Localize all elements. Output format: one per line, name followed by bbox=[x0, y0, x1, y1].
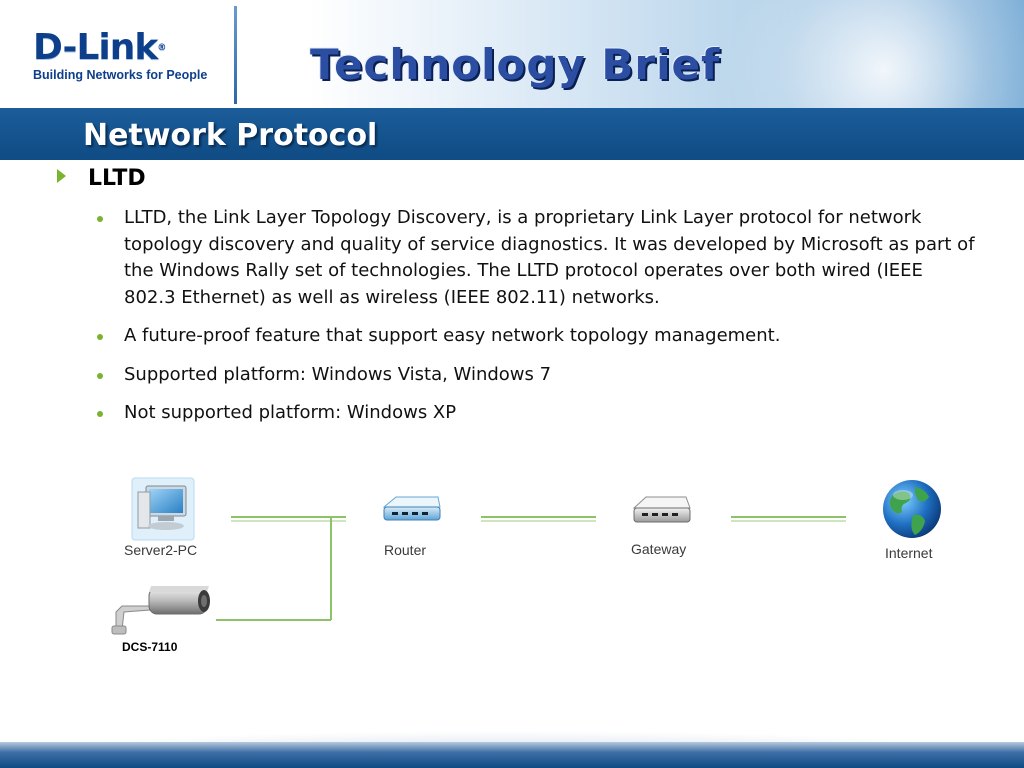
bullet-dot-icon bbox=[97, 411, 103, 417]
gateway-label: Gateway bbox=[631, 541, 687, 557]
internet-label: Internet bbox=[885, 545, 933, 561]
slide-title: Network Protocol bbox=[83, 118, 378, 153]
title-bar: Network Protocol bbox=[0, 108, 1024, 160]
gateway-icon bbox=[632, 496, 691, 523]
bullet-item: Not supported platform: Windows XP bbox=[97, 400, 977, 427]
bullet-dot-icon bbox=[97, 372, 103, 379]
bullet-text: LLTD, the Link Layer Topology Discovery,… bbox=[124, 207, 975, 308]
camera-label: DCS-7110 bbox=[122, 640, 178, 654]
dlink-logo: D-Link® Building Networks for People bbox=[33, 30, 208, 83]
bullet-text: Supported platform: Windows Vista, Windo… bbox=[124, 363, 552, 385]
logo-registered-mark: ® bbox=[157, 43, 166, 53]
router-icon bbox=[382, 496, 441, 521]
arrow-bullet-icon bbox=[57, 169, 66, 183]
network-links bbox=[216, 516, 846, 621]
footer-bar bbox=[0, 742, 1024, 768]
header-banner: D-Link® Building Networks for People Tec… bbox=[0, 0, 1024, 108]
camera-icon bbox=[111, 586, 210, 635]
pc-label: Server2-PC bbox=[124, 542, 198, 558]
bullet-item: Supported platform: Windows Vista, Windo… bbox=[97, 362, 977, 389]
router-label: Router bbox=[384, 542, 427, 558]
bullet-item: LLTD, the Link Layer Topology Discovery,… bbox=[97, 205, 977, 311]
bullet-text: Not supported platform: Windows XP bbox=[124, 402, 457, 423]
section-heading-text: LLTD bbox=[88, 166, 146, 191]
technology-brief-title: Technology Brief bbox=[310, 40, 721, 89]
bullet-dot-icon bbox=[97, 334, 103, 340]
bullet-list: LLTD, the Link Layer Topology Discovery,… bbox=[97, 205, 977, 439]
computer-icon bbox=[131, 477, 195, 541]
logo-wordmark: D-Link® bbox=[33, 30, 207, 66]
bullet-text: A future-proof feature that support easy… bbox=[124, 325, 781, 346]
bullet-dot-icon bbox=[97, 216, 103, 222]
header-glow bbox=[704, 0, 1024, 108]
bullet-item: A future-proof feature that support easy… bbox=[97, 323, 977, 350]
globe-icon bbox=[883, 480, 941, 538]
logo-name: D-Link bbox=[33, 27, 158, 68]
section-heading: LLTD bbox=[57, 166, 146, 191]
logo-tagline: Building Networks for People bbox=[33, 68, 208, 82]
header-divider bbox=[234, 6, 237, 104]
